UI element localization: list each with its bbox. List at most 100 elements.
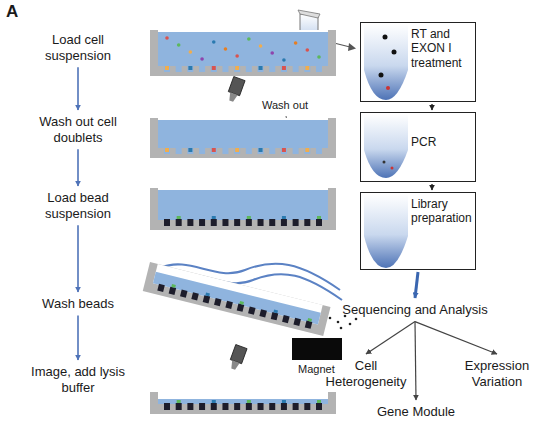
tray-liquid [158,399,328,404]
well [176,219,182,226]
step-label: Sequencing and Analysis [330,300,500,320]
well [305,321,313,329]
well [281,403,287,410]
tray-interior [158,118,328,148]
well [258,65,264,72]
cell [177,43,181,47]
well [176,65,182,72]
bead [391,167,394,170]
well [234,65,240,72]
well [222,403,228,410]
flow-arrow [77,149,79,186]
tube-arrowhead [348,43,356,51]
cell [259,44,263,48]
bead [392,50,397,55]
well [176,403,182,410]
process-box: Library preparation [360,192,476,270]
flow-arrow [77,225,79,292]
cell [235,54,239,58]
step-label: Expression Variation [452,356,542,391]
step-text: Load bead suspension [31,190,125,221]
cell-in-well [177,400,181,403]
tray-body [143,262,331,336]
cell-in-well [317,400,321,403]
tray-interior [158,188,328,220]
flow-arrow [431,184,432,190]
panel-letter: A [6,2,18,22]
cell-in-well [282,66,286,70]
well [293,65,299,72]
step-text: Gene Module [369,404,463,420]
step-label: Gene Module [366,402,466,422]
well [281,219,287,226]
bead [386,86,390,90]
cell-in-well [259,66,263,70]
process-box: PCR [360,112,476,182]
well [234,219,240,226]
box-text: RT and EXON I treatment [411,27,471,70]
reaction-tube [364,24,408,100]
flow-arrow [415,272,418,298]
cell [189,50,193,54]
well [269,219,275,226]
step-label: Load cell suspension [28,30,128,65]
well [222,147,228,154]
cell-in-well [177,216,181,219]
microwell-tray [143,262,331,336]
well [180,289,188,297]
step-text: Load cell suspension [31,32,125,63]
cell-in-well [305,66,309,70]
cell-in-well [239,301,244,305]
cell-in-well [235,148,239,152]
well [258,219,264,226]
magnet [292,338,342,360]
tube-cap [298,10,320,18]
well [281,147,287,154]
tray-body [150,30,336,76]
tray-body [150,118,336,158]
magnet-label: Magnet [298,363,335,375]
cell-in-well [273,309,278,313]
cell [270,51,274,55]
cell-in-well [188,66,192,70]
tray-liquid [158,190,328,220]
step-text: Wash beads [31,296,125,312]
step-text: Wash out cell doublets [21,114,135,145]
well [293,219,299,226]
cell [224,47,228,51]
well [169,287,177,295]
tray-body [150,188,336,230]
cell [165,36,169,40]
well [164,219,170,226]
process-box: RT and EXON I treatment [360,22,476,102]
bead [383,35,388,40]
tray-liquid [158,32,328,66]
well [246,147,252,154]
well [237,304,245,312]
camera-lens [229,360,239,370]
bead [383,161,386,164]
well [316,219,322,226]
tray-interior [153,264,323,325]
step-label: Wash beads [28,294,128,314]
step-label: Cell Heterogeneity [322,356,410,391]
well [234,147,240,154]
tube-fill [364,24,408,100]
tray-liquid [158,120,328,148]
step-label: Image, add lysis buffer [28,362,128,397]
microwell-tray [150,30,336,76]
tube-fill [364,114,408,178]
well [269,403,275,410]
cell-in-well [171,284,176,288]
well [211,147,217,154]
cell-in-well [259,148,263,152]
well [225,301,233,309]
tray-liquid [153,272,321,325]
cell-in-well [282,148,286,152]
reaction-tube [364,114,408,178]
tray-interior [158,30,328,66]
tube-fill [364,194,408,268]
well [203,295,211,303]
cell-in-well [282,400,286,403]
well [222,219,228,226]
